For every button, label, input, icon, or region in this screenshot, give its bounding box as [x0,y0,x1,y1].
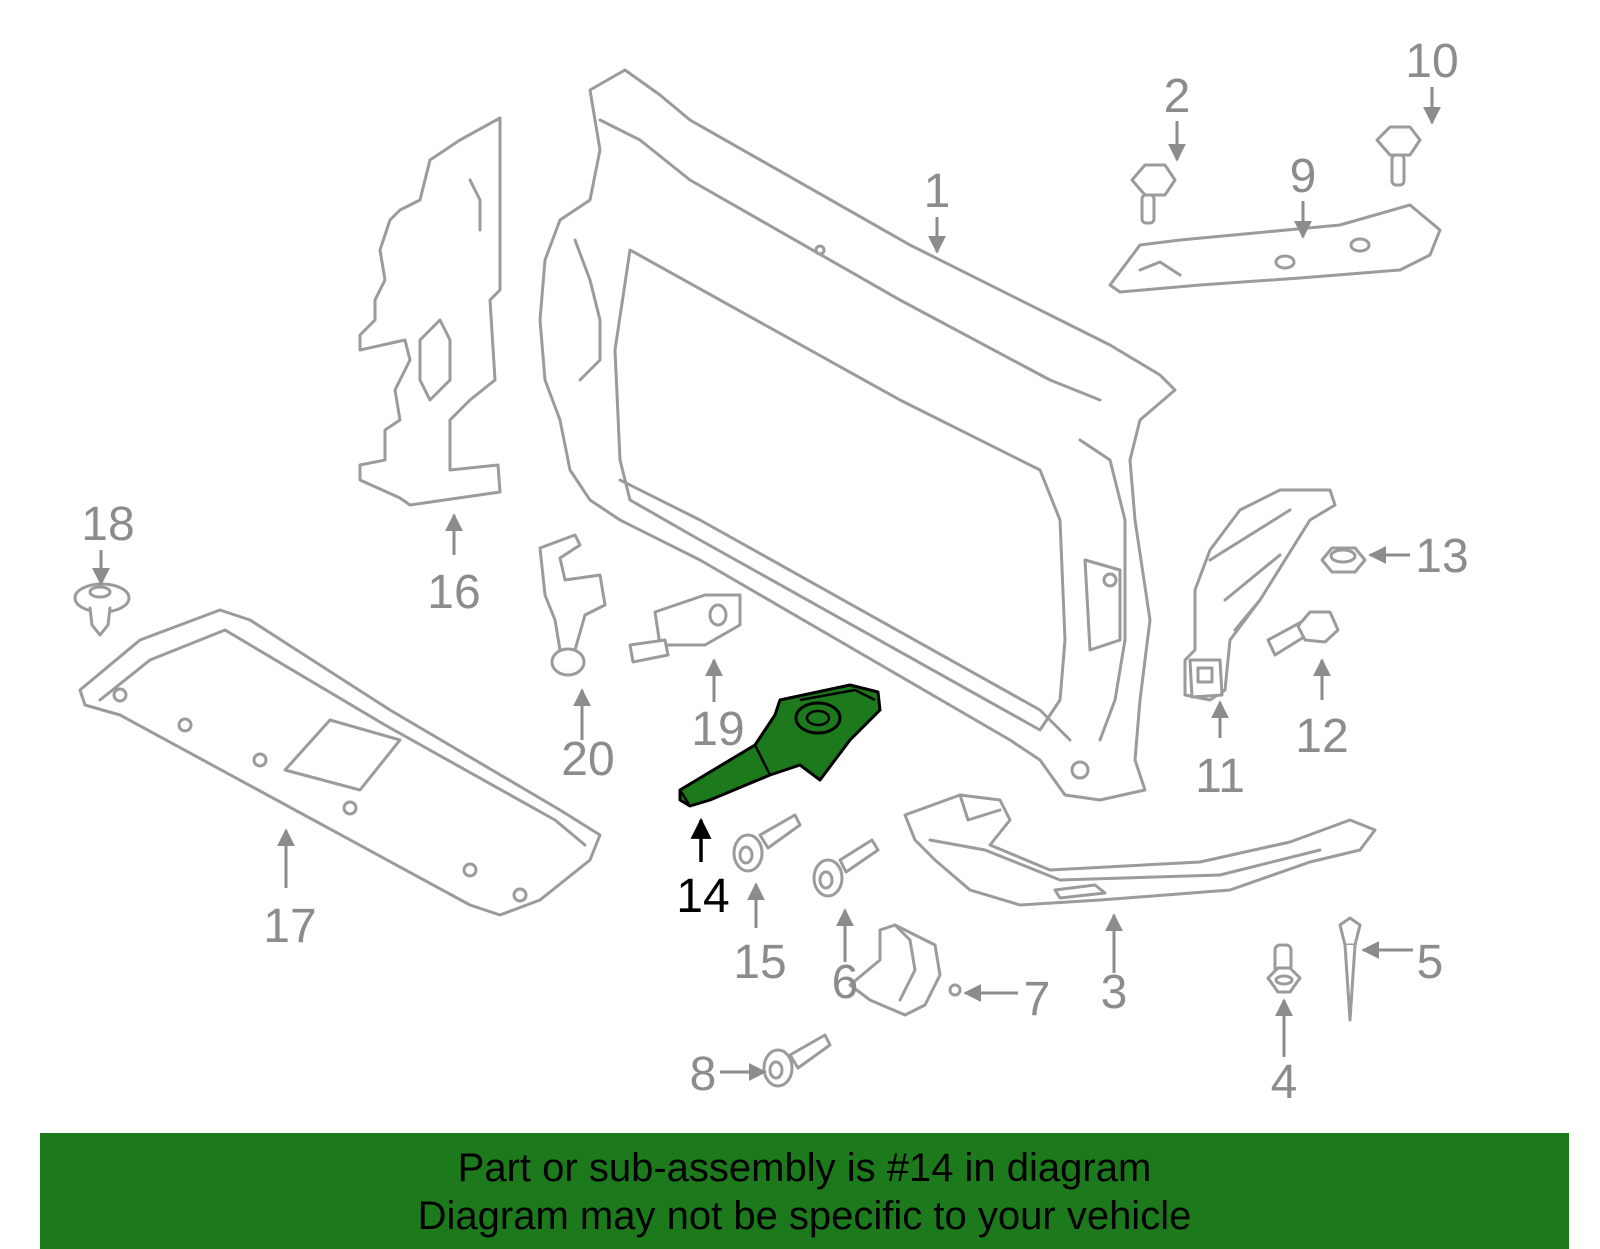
upper-bracket [1108,203,1442,294]
bolt-10 [1375,125,1422,187]
callout-12: 12 [1295,710,1348,763]
callout-7: 7 [1024,973,1051,1026]
bolt-15 [732,813,802,873]
callout-9: 9 [1290,150,1317,203]
callout-5: 5 [1417,936,1444,989]
callout-19: 19 [691,703,744,756]
banner-line-part-number: Part or sub-assembly is #14 in diagram [457,1146,1152,1190]
callout-20: 20 [561,733,614,786]
callout-labels: 1 2 3 4 5 6 7 8 9 10 11 12 13 14 15 16 1… [81,35,1468,1109]
nut-13 [1320,546,1367,574]
side-bracket-11 [1183,488,1337,702]
lower-splash-shield [78,608,602,917]
callout-arrows [92,87,1441,1081]
bolt-12 [1266,610,1340,657]
callout-8: 8 [690,1048,717,1101]
callout-17: 17 [263,900,316,953]
small-bracket-7 [848,923,962,1017]
callout-18: 18 [81,498,134,551]
air-deflector [358,116,502,507]
callout-16: 16 [427,566,480,619]
push-clip-18 [73,582,131,637]
bolt-2 [1130,163,1177,225]
callout-14: 14 [676,870,729,923]
callout-1: 1 [924,165,951,218]
highlighted-part-14 [678,683,882,808]
callout-6: 6 [832,956,859,1009]
bolt-4 [1266,943,1302,994]
callout-15: 15 [733,936,786,989]
wiring-bracket [538,533,607,677]
bolt-8 [762,1033,832,1088]
radiator-support-frame [538,68,1177,802]
bolt-6 [812,838,880,898]
callout-10: 10 [1405,35,1458,88]
callout-4: 4 [1271,1056,1298,1109]
callout-2: 2 [1164,70,1191,123]
lower-reinforcement-bar [903,793,1377,907]
callout-13: 13 [1415,530,1468,583]
sensor-19 [628,593,742,664]
info-banner: Part or sub-assembly is #14 in diagram D… [40,1133,1569,1249]
callout-3: 3 [1101,966,1128,1019]
rivet-5 [1338,916,1362,1022]
callout-11: 11 [1195,750,1245,803]
banner-line-disclaimer: Diagram may not be specific to your vehi… [417,1194,1192,1238]
